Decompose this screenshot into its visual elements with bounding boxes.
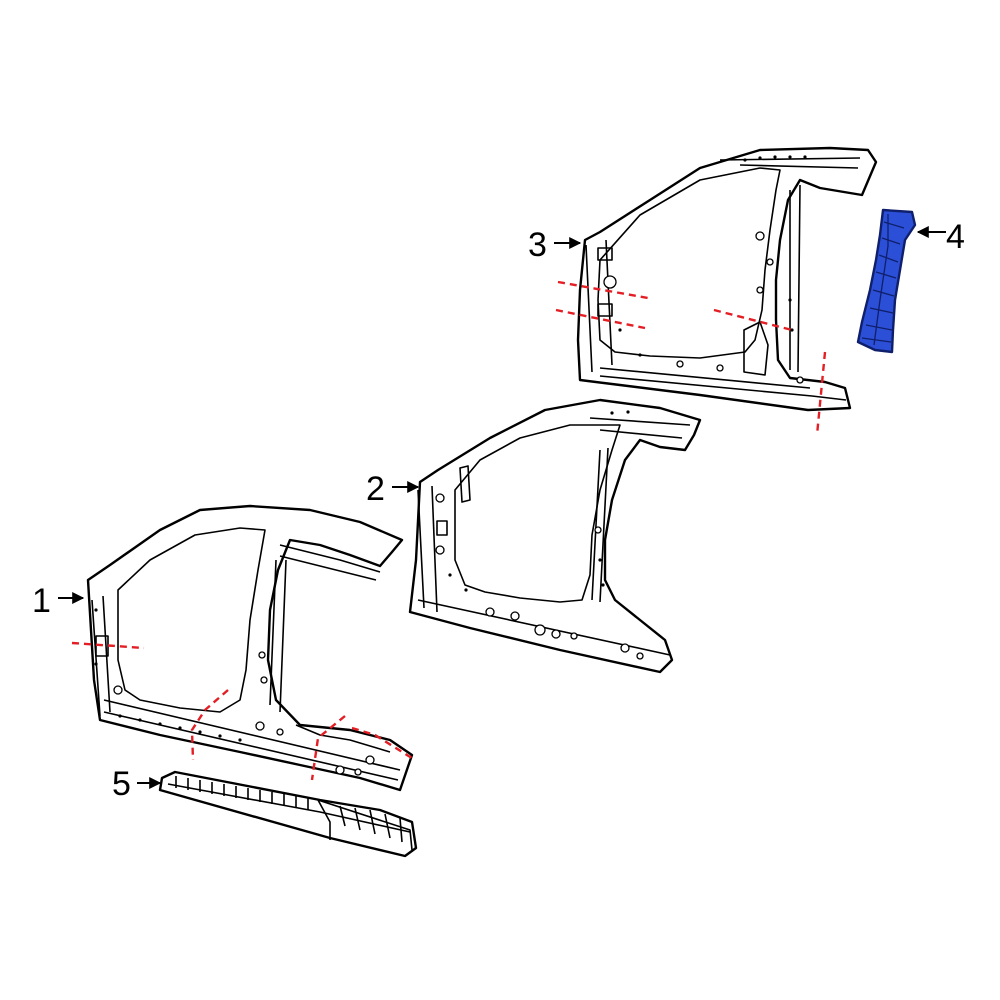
part-2-body-side-panel[interactable] bbox=[408, 398, 702, 674]
part-1-cut-lines bbox=[71, 641, 416, 781]
callout-4: 4 bbox=[916, 218, 965, 256]
part-3-cut-lines bbox=[555, 280, 827, 436]
callout-label-3: 3 bbox=[528, 226, 547, 264]
part-4-pillar-reinforcement[interactable] bbox=[856, 208, 917, 354]
callout-2: 2 bbox=[366, 470, 420, 508]
callout-1: 1 bbox=[32, 582, 85, 620]
callout-label-1: 1 bbox=[32, 582, 51, 620]
callout-label-4: 4 bbox=[946, 218, 965, 256]
callout-5: 5 bbox=[112, 765, 162, 803]
callout-3: 3 bbox=[528, 226, 582, 264]
part-3-body-side-panel[interactable] bbox=[576, 146, 878, 412]
part-5-rocker-reinforcement[interactable] bbox=[158, 770, 418, 858]
part-1-body-side-panel[interactable] bbox=[86, 504, 414, 792]
callout-label-5: 5 bbox=[112, 765, 131, 803]
callout-label-2: 2 bbox=[366, 470, 385, 508]
